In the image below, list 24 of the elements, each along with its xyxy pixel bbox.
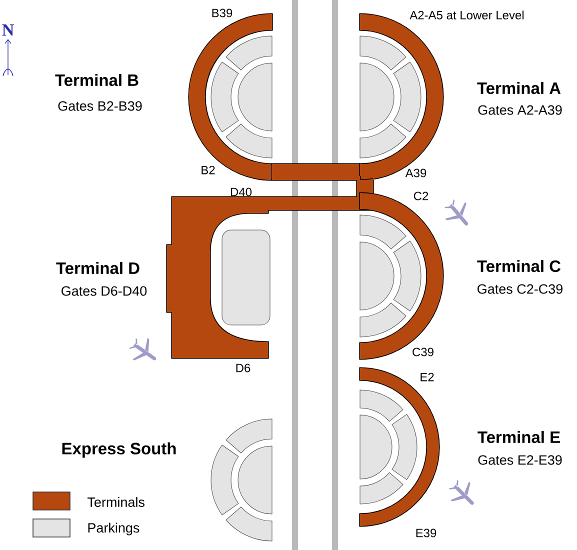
legend-label: Terminals bbox=[88, 497, 144, 507]
gate-label: C2 bbox=[414, 192, 428, 200]
gate-label: C39 bbox=[412, 348, 434, 356]
gate-range-label: Gates A2-A39 bbox=[478, 105, 562, 115]
gate-label: A39 bbox=[405, 168, 426, 178]
terminal-name: Terminal E bbox=[478, 430, 560, 444]
gate-label: B39 bbox=[212, 8, 232, 18]
gate-range-label: Gates C2-C39 bbox=[478, 284, 562, 294]
terminal-name: Terminal A bbox=[477, 82, 561, 94]
gate-label: E39 bbox=[416, 528, 436, 538]
gate-range-label: Gates D6-D40 bbox=[62, 286, 147, 296]
terminal-name: Express South bbox=[62, 442, 176, 458]
gate-label: D40 bbox=[230, 188, 252, 196]
terminal-name: Terminal C bbox=[477, 260, 561, 272]
gate-label: A2-A5 at Lower Level bbox=[410, 10, 524, 20]
legend-label: Parkings bbox=[88, 522, 140, 536]
terminal-name: Terminal B bbox=[55, 74, 138, 86]
gate-range-label: Gates B2-B39 bbox=[58, 101, 142, 111]
gate-label: B2 bbox=[202, 166, 215, 174]
gate-label: E2 bbox=[420, 372, 434, 382]
gate-range-label: Gates E2-E39 bbox=[478, 455, 562, 465]
north-label: N bbox=[2, 24, 14, 36]
terminal-name: Terminal D bbox=[56, 262, 140, 274]
gate-label: D6 bbox=[236, 364, 250, 372]
